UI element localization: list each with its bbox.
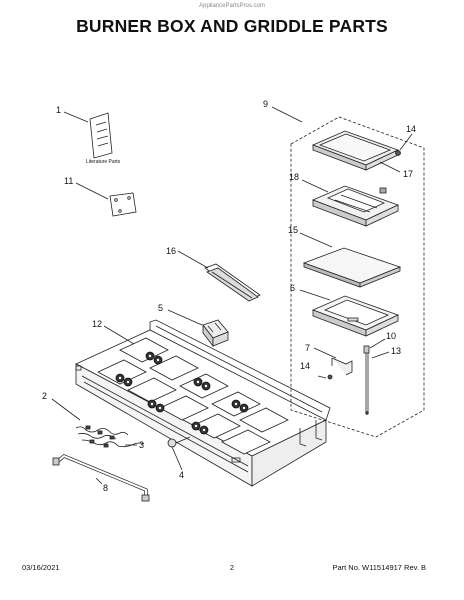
- callout-5: 5: [158, 303, 163, 313]
- leader-16: [177, 250, 209, 269]
- callout-15: 15: [288, 225, 298, 235]
- griddle-drip-tray: [311, 295, 400, 337]
- griddle-plate: [311, 130, 400, 171]
- callout-1: 1: [56, 105, 61, 115]
- callout-14-bottom: 14: [300, 361, 310, 371]
- callout-9: 9: [263, 99, 268, 109]
- griddle-bracket: [331, 357, 353, 376]
- leader-9: [271, 106, 303, 123]
- igniter-bracket: [202, 319, 229, 348]
- callout-7: 7: [305, 343, 310, 353]
- footer-date: 03/16/2021: [22, 563, 60, 572]
- leader-18: [301, 179, 329, 193]
- callout-3: 3: [139, 440, 144, 450]
- burner-box: [75, 319, 331, 487]
- leader-2: [51, 398, 81, 421]
- leader-17: [379, 161, 401, 173]
- leader-10: [369, 338, 386, 349]
- footer-part-number: Part No. W11514917 Rev. B: [332, 563, 426, 572]
- leader-1: [63, 111, 89, 123]
- callout-8: 8: [103, 483, 108, 493]
- leader-5: [167, 309, 203, 326]
- leader-13: [371, 351, 390, 359]
- cover-plate: [109, 192, 137, 217]
- literature-booklet: [89, 112, 113, 159]
- leader-15: [299, 232, 333, 248]
- igniter-harness: [75, 425, 145, 448]
- griddle-rail: [204, 263, 261, 302]
- callout-12: 12: [92, 319, 102, 329]
- callout-10: 10: [386, 331, 396, 341]
- callout-4: 4: [179, 470, 184, 480]
- leader-6: [299, 289, 331, 301]
- footer-page-number: 2: [229, 563, 235, 572]
- leader-12: [103, 325, 135, 345]
- griddle-burner-frame: [311, 185, 400, 227]
- leader-7: [313, 347, 337, 359]
- leader-8: [95, 477, 103, 485]
- callout-14-top: 14: [406, 124, 416, 134]
- leader-14-top: [399, 133, 413, 151]
- leader-11: [75, 182, 109, 200]
- page-title: BURNER BOX AND GRIDDLE PARTS: [76, 16, 388, 36]
- callout-6: 6: [290, 283, 295, 293]
- callout-11: 11: [64, 176, 73, 186]
- callout-2: 2: [42, 391, 47, 401]
- screw: [317, 374, 333, 380]
- callout-17: 17: [403, 169, 413, 179]
- griddle-igniter: [363, 345, 370, 415]
- griddle-knob: [395, 150, 401, 156]
- gas-valve: [167, 436, 191, 457]
- callout-13: 13: [391, 346, 401, 356]
- watermark: AppliancePartsPros.com: [199, 3, 265, 9]
- callout-16: 16: [166, 246, 176, 256]
- manifold-pipe: [52, 453, 150, 502]
- literature-parts-label: Literature Parts: [86, 159, 121, 165]
- griddle-heat-plate: [302, 247, 402, 288]
- leader-4: [175, 455, 183, 471]
- callout-18: 18: [289, 172, 299, 182]
- griddle-kit-outline: [290, 116, 425, 438]
